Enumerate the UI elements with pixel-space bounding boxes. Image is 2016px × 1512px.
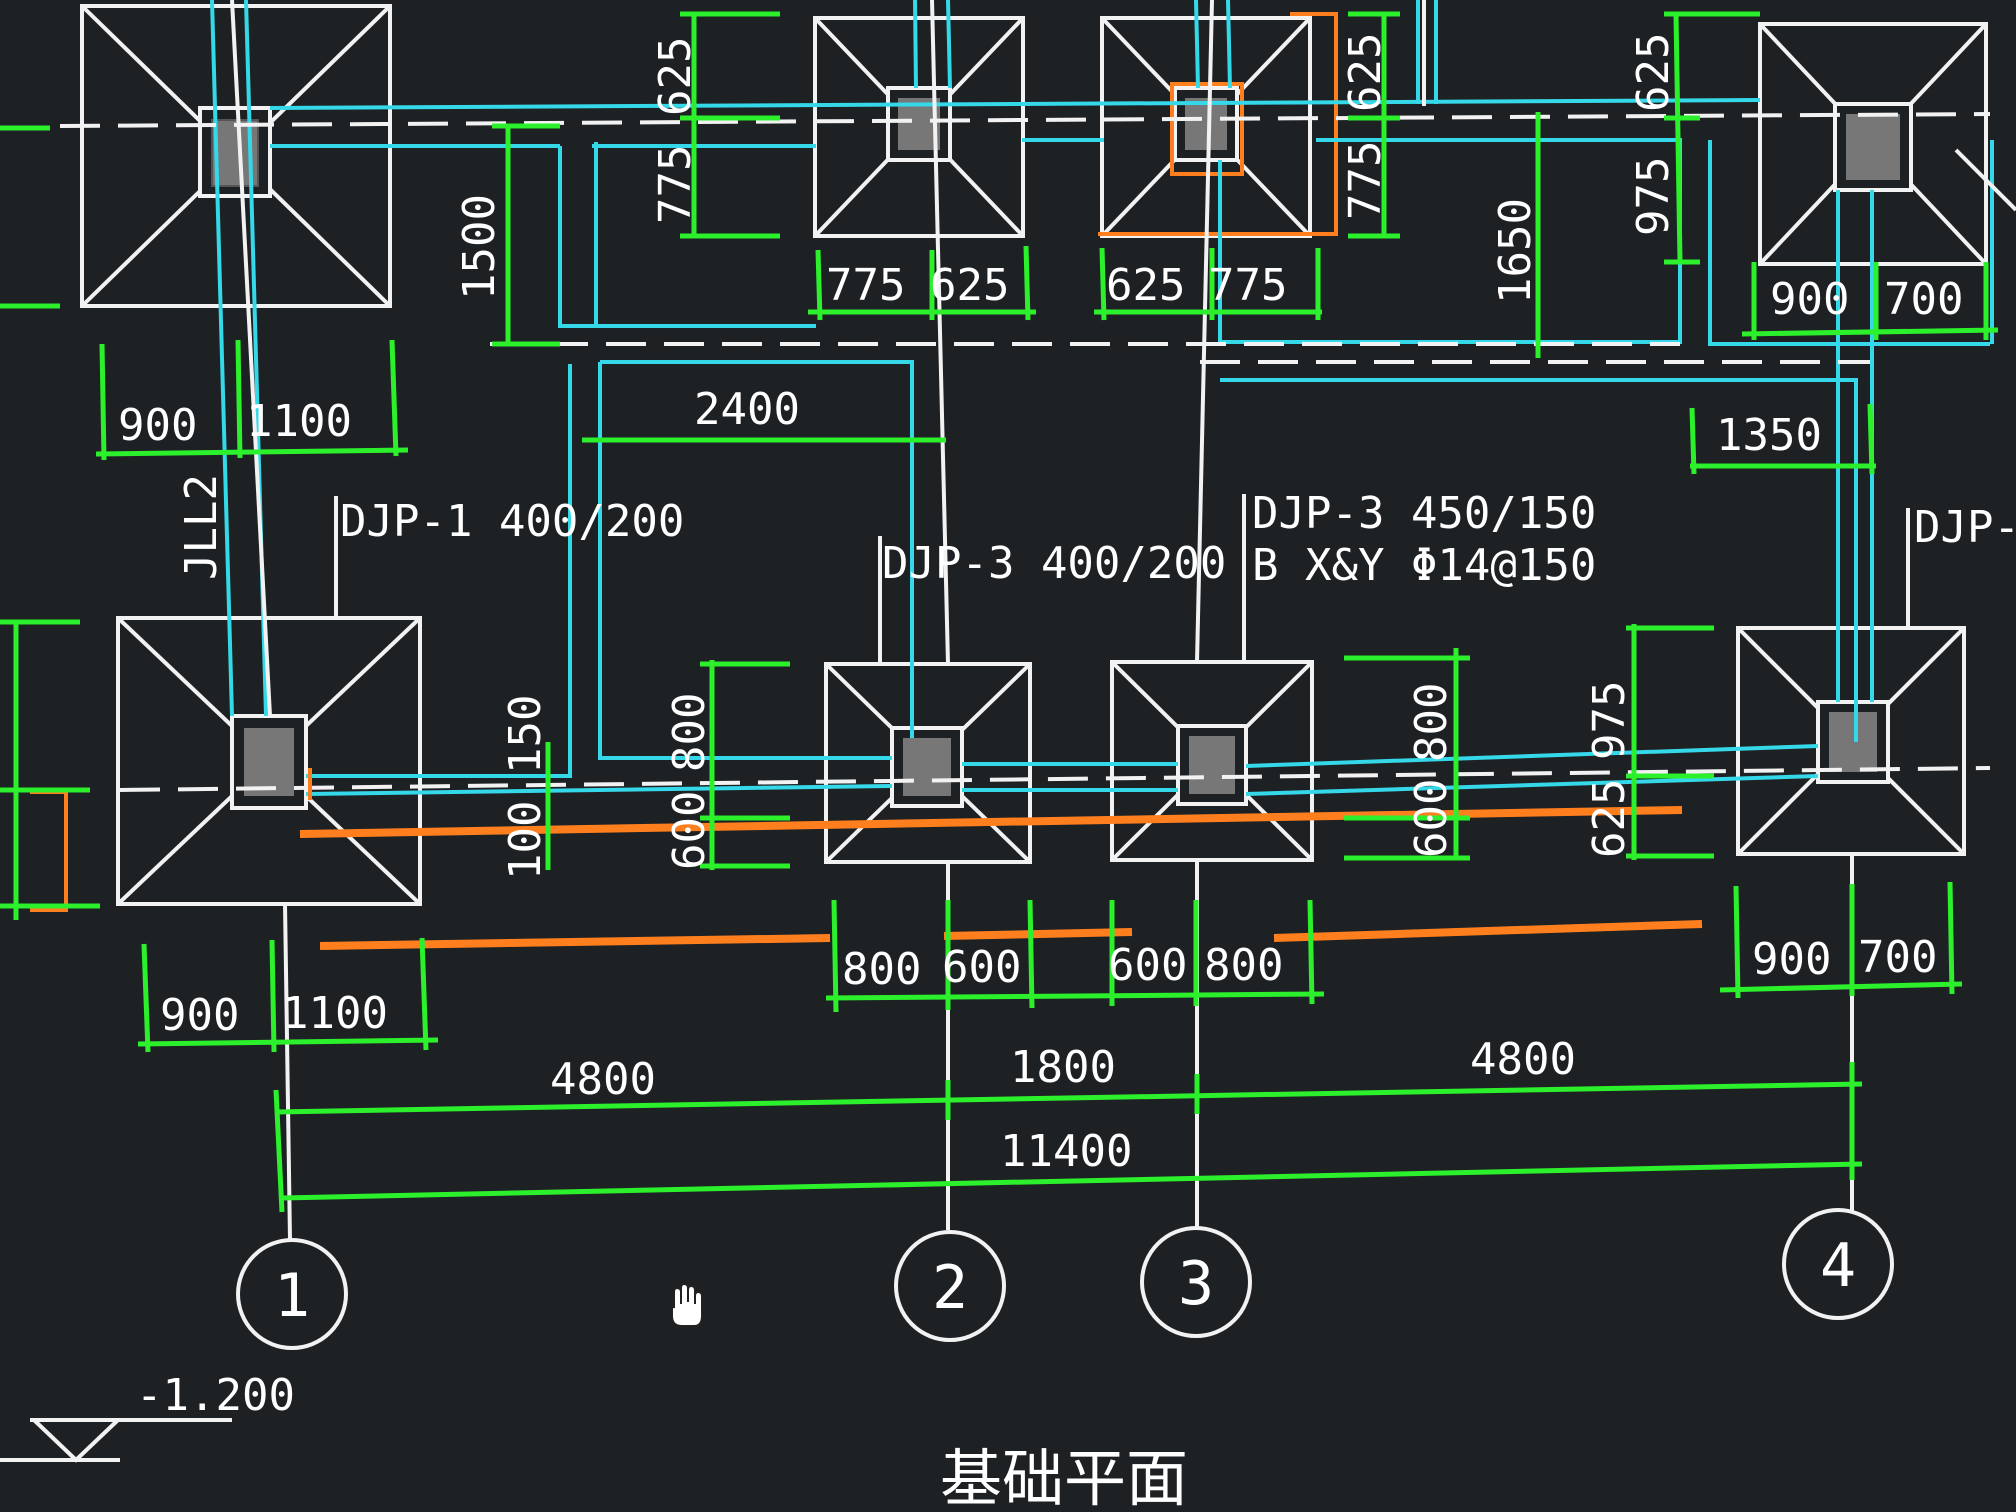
dim-775b: 775 [826,260,905,311]
footing-labels: JLL2 DJP-1 400/200 DJP-3 400/200 DJP-3 4… [176,474,2016,591]
axis-bubble-1[interactable]: 1 [236,1238,348,1350]
pan-hand-cursor-icon [671,1282,703,1327]
dim-600b: 600 [1406,779,1457,858]
dimension-text: 625 775 1500 775 625 625 775 625 775 165… [118,33,1963,1177]
axis-bubble-2[interactable]: 2 [894,1230,1006,1342]
dim-700b: 700 [1858,932,1937,983]
dim-1500: 1500 [454,194,505,300]
dim-975b: 975 [1584,681,1635,760]
dim-600a: 600 [664,791,715,870]
dim-900b: 900 [118,400,197,451]
dim-1100a: 1100 [246,396,352,447]
rebar-lines [30,768,1703,950]
dim-600d: 600 [1108,940,1187,991]
dim-4800a: 4800 [550,1054,656,1105]
dim-100: 100 [500,801,551,880]
elevation-value: -1.200 [136,1370,295,1421]
dim-775a: 775 [650,145,701,224]
footing-top-3 [1098,12,1338,238]
dim-625a: 625 [650,37,701,116]
dim-150: 150 [500,695,551,774]
dim-1800: 1800 [1010,1042,1116,1093]
dim-800a: 800 [664,693,715,772]
dim-975a: 975 [1628,157,1679,236]
elevation-mark: -1.200 [0,1370,295,1463]
label-djp3b-line2: B X&Y Φ14@150 [1252,540,1596,591]
axis-bubble-3[interactable]: 3 [1140,1226,1252,1338]
dim-1650: 1650 [1490,198,1541,304]
dim-625f: 625 [1584,779,1635,858]
axis-bubble-4[interactable]: 4 [1782,1208,1894,1320]
label-djp3a: DJP-3 400/200 [882,538,1226,589]
axis-label-4: 4 [1820,1231,1856,1301]
dim-775d: 775 [1340,141,1391,220]
dim-800c: 800 [842,944,921,995]
dim-700a: 700 [1884,274,1963,325]
dimension-lines [0,11,1999,1213]
label-djp3b-line1: DJP-3 450/150 [1252,488,1596,539]
axis-label-3: 3 [1178,1249,1214,1319]
dim-900c: 900 [160,990,239,1041]
dim-4800b: 4800 [1470,1034,1576,1085]
footing-top-4 [1758,22,1988,266]
dim-625b: 625 [930,260,1009,311]
axis-label-2: 2 [932,1253,968,1323]
dim-1350: 1350 [1716,410,1822,461]
dim-2400: 2400 [694,384,800,435]
drawing-title: 基础平面 [940,1442,1188,1512]
dim-900a: 900 [1770,274,1849,325]
footing-bottom-1 [116,616,422,906]
dim-625d: 625 [1340,33,1391,112]
label-jll2: JLL2 [176,474,227,580]
dim-1100b: 1100 [282,988,388,1039]
dim-800b: 800 [1406,683,1457,762]
dim-11400: 11400 [1000,1126,1132,1177]
dim-600c: 600 [942,942,1021,993]
footing-top-2 [813,16,1025,238]
axis-label-1: 1 [274,1261,310,1331]
dim-900d: 900 [1752,934,1831,985]
dim-775c: 775 [1208,260,1287,311]
dim-625e: 625 [1628,33,1679,112]
dim-625c: 625 [1106,260,1185,311]
dim-800d: 800 [1204,940,1283,991]
label-djp2: DJP-2 [1914,502,2016,553]
footing-bottom-3 [1110,660,1314,862]
label-djp1: DJP-1 400/200 [340,496,684,547]
